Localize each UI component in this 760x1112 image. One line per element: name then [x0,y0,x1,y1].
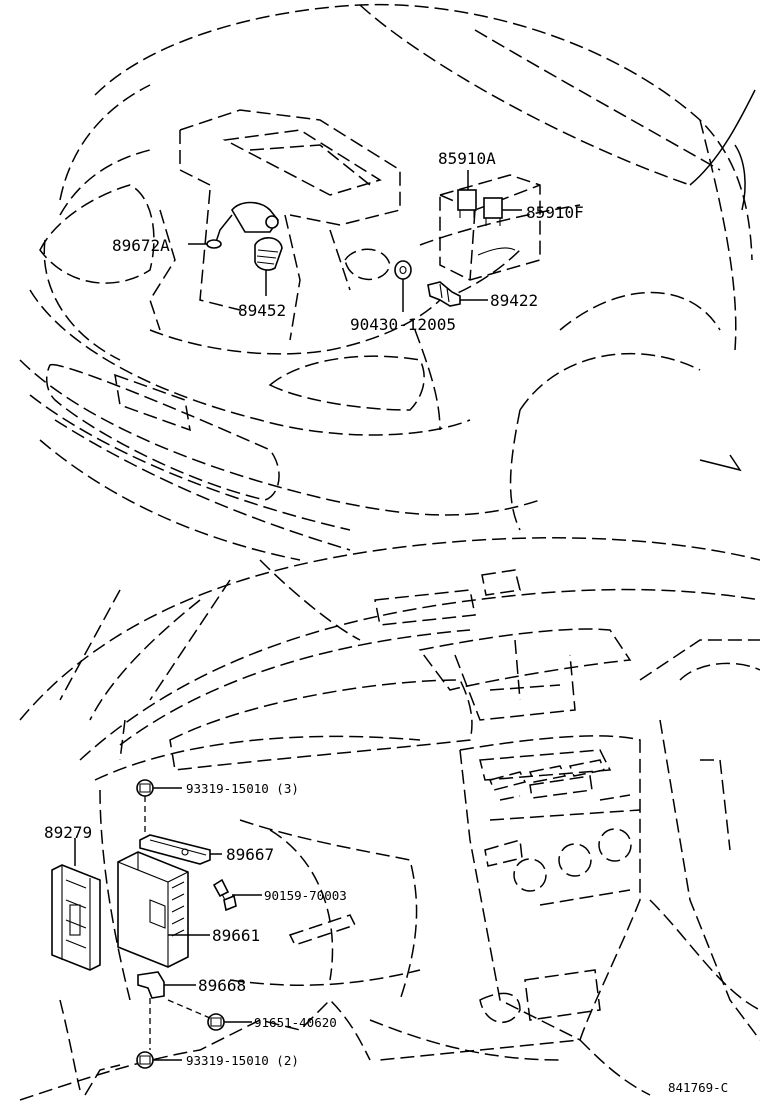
label-89452: 89452 [238,301,286,320]
label-89667: 89667 [226,845,274,864]
bracket-89668-part [137,971,196,1050]
label-89279: 89279 [44,823,92,842]
clip-93319-bottom-part [136,1051,182,1069]
label-85910f: 85910F [526,203,584,222]
washer-90430-part [394,260,412,312]
ecu-89661-part [117,851,210,968]
label-89672a: 89672A [112,236,170,255]
relay-85910a-part [457,170,477,218]
nut-91651-part [167,999,252,1031]
label-89422: 89422 [490,291,538,310]
label-90159-70003: 90159-70003 [264,888,347,903]
relay-85910f-part [483,197,522,226]
label-85910a: 85910A [438,149,496,168]
vehicle-front-outline [19,3,756,561]
bolt-90159-part [212,878,262,912]
switch-89422-part [427,281,488,307]
label-93319-15010-2: 93319-15010 (2) [186,1053,299,1068]
label-93319-15010-3: 93319-15010 (3) [186,781,299,796]
sensor-89452-part [254,237,283,296]
label-89668: 89668 [198,976,246,995]
bracket-89667-part [139,834,222,865]
bracket-89279-part [51,838,101,971]
clip-93319-top-part [136,779,182,835]
engine-block [149,109,401,341]
label-90430-12005: 90430-12005 [350,315,456,334]
dashboard-outline [19,537,760,1101]
drawing-number: 841769-C [668,1080,728,1095]
relay-box [439,174,541,281]
sensor-89672a-part [188,201,279,249]
label-89661: 89661 [212,926,260,945]
label-91651-40620: 91651-40620 [254,1015,337,1030]
